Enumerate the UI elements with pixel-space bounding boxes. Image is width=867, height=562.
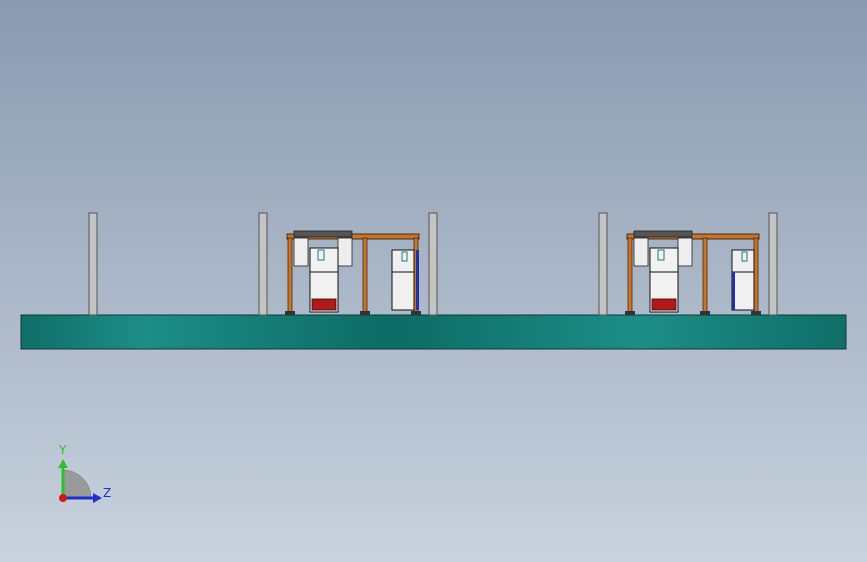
- post[interactable]: [88, 212, 98, 316]
- carriage-side: [293, 237, 309, 267]
- frame-leg: [362, 237, 368, 315]
- frame-top-beam: [626, 233, 760, 240]
- coordinate-triad: [58, 459, 102, 503]
- right-unit: [391, 249, 415, 311]
- frame-leg: [627, 237, 633, 315]
- machine-assembly-right[interactable]: [625, 230, 761, 315]
- posts: [88, 212, 778, 316]
- frame-leg: [702, 237, 708, 315]
- post[interactable]: [598, 212, 608, 316]
- blue-part: [416, 250, 419, 310]
- y-axis-label: Y: [59, 443, 67, 457]
- carriage-side: [633, 237, 649, 267]
- frame-top-beam: [286, 233, 420, 240]
- base-platform[interactable]: [20, 314, 847, 350]
- carriage-side: [677, 237, 693, 267]
- post[interactable]: [428, 212, 438, 316]
- post[interactable]: [768, 212, 778, 316]
- carriage: [293, 230, 353, 238]
- red-part: [311, 298, 337, 311]
- red-part: [651, 298, 677, 311]
- z-axis-label: Z: [103, 486, 112, 500]
- origin-icon: [59, 494, 67, 502]
- frame-leg: [753, 237, 759, 315]
- post[interactable]: [258, 212, 268, 316]
- machine-assembly-left[interactable]: [285, 230, 421, 315]
- carriage-side: [337, 237, 353, 267]
- blue-part: [732, 272, 735, 310]
- right-unit: [731, 249, 755, 311]
- frame-leg: [287, 237, 293, 315]
- carriage: [633, 230, 693, 238]
